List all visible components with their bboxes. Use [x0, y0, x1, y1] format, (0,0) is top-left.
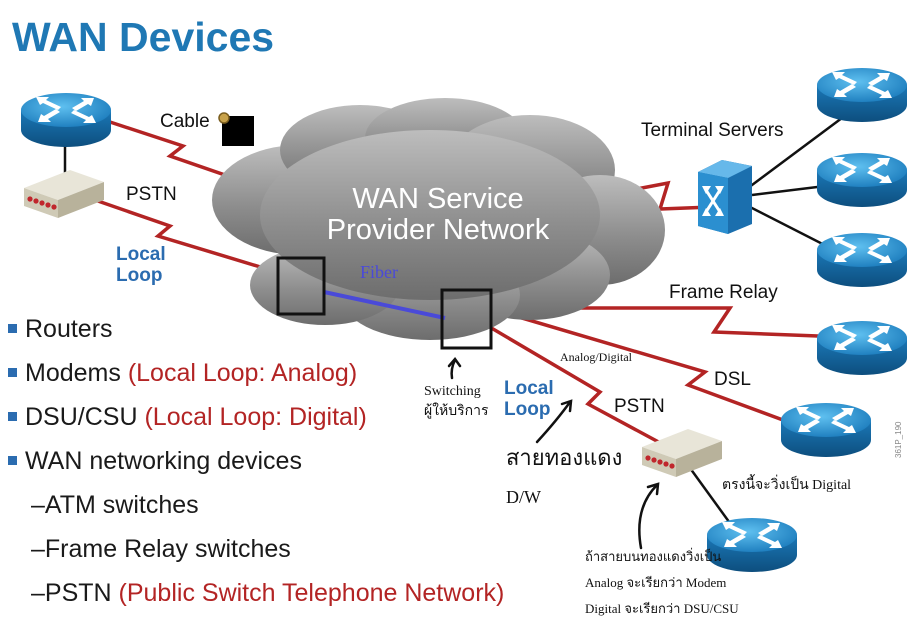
fiber-line	[323, 290, 446, 320]
annotation-note-1: ถ้าสายบนทองแดงวิ่งเป็น	[585, 549, 722, 564]
label-pstn-left: PSTN	[126, 184, 177, 205]
router-icon	[21, 93, 111, 147]
bullet-subitem: –Frame Relay switches	[8, 532, 504, 576]
annotation-note-3: Digital จะเรียกว่า DSU/CSU	[585, 601, 739, 616]
bullet-text: ATM switches	[44, 491, 199, 519]
switch-box-right	[440, 288, 493, 350]
annotation-switching-1: Switching	[424, 384, 481, 399]
terminal-server-icon	[698, 160, 752, 234]
bullet-text: Frame Relay switches	[44, 535, 291, 563]
bullet-item: Modems (Local Loop: Analog)	[8, 356, 504, 400]
label-frame-relay: Frame Relay	[669, 282, 778, 303]
router-icon	[781, 403, 871, 457]
label-terminal-servers: Terminal Servers	[641, 120, 784, 141]
link-pstn-right	[487, 324, 667, 448]
dash-icon: –	[31, 535, 45, 563]
bullet-text: PSTN	[44, 579, 119, 607]
cloud-label-line2: Provider Network	[326, 214, 550, 246]
switch-box-left	[276, 256, 326, 316]
link-pstn-left	[94, 198, 291, 278]
modem-icon	[642, 429, 722, 477]
bullet-square-icon	[8, 367, 17, 377]
bullet-note: (Local Loop: Analog)	[127, 359, 358, 387]
label-dsl: DSL	[714, 369, 751, 390]
label-local-loop-right: Local Loop	[504, 378, 554, 420]
annotation-fiber: Fiber	[360, 262, 398, 282]
router-icon	[817, 233, 907, 287]
bullet-text: WAN networking devices	[25, 447, 302, 475]
cloud-label-line1: WAN Service	[352, 183, 524, 215]
hand-arrows	[447, 356, 660, 550]
arrow-copper	[535, 400, 572, 444]
label-local-loop-right-1: Local	[504, 378, 554, 399]
router-icon	[817, 321, 907, 375]
cloud-label: WAN Service Provider Network	[310, 184, 566, 246]
annotation-note-2: Analog จะเรียกว่า Modem	[585, 575, 727, 590]
watermark: 361P_190	[894, 421, 903, 458]
label-pstn-right: PSTN	[614, 396, 665, 417]
label-local-loop-left-1: Local	[116, 244, 166, 265]
label-local-loop-left-2: Loop	[116, 265, 163, 286]
bullet-subitem: –PSTN (Public Switch Telephone Network)	[8, 576, 504, 620]
arrow-note	[638, 483, 659, 550]
annotation-dw: D/W	[506, 487, 541, 507]
bullet-subitem: –ATM switches	[8, 488, 504, 532]
bullet-list: Routers Modems (Local Loop: Analog) DSU/…	[8, 312, 504, 620]
dash-icon: –	[31, 579, 45, 607]
router-icon	[817, 68, 907, 122]
link-dsl	[504, 311, 811, 432]
annotation-switching-2: ผู้ให้บริการ	[424, 404, 489, 419]
cable-connector-icon	[218, 112, 254, 146]
label-local-loop-right-2: Loop	[504, 399, 551, 420]
annotation-digital-here: ตรงนี้จะวิ่งเป็น Digital	[722, 478, 852, 493]
router-icon	[817, 153, 907, 207]
label-local-loop-left: Local Loop	[116, 244, 166, 286]
annotation-switching: Switching ผู้ให้บริการ	[424, 382, 489, 422]
bullet-item: Routers	[8, 312, 504, 356]
bullet-item: DSU/CSU (Local Loop: Digital)	[8, 400, 504, 444]
bullet-item: WAN networking devices	[8, 444, 504, 488]
page-title: WAN Devices	[12, 14, 275, 60]
bullet-square-icon	[8, 323, 17, 333]
bullet-square-icon	[8, 455, 17, 465]
bullet-text: DSU/CSU	[25, 403, 145, 431]
label-cable: Cable	[160, 111, 210, 132]
modem-icon	[24, 170, 104, 218]
annotation-analog-digital: Analog/Digital	[560, 350, 632, 364]
bullet-square-icon	[8, 411, 17, 421]
annotation-copper: สายทองแดง	[506, 445, 623, 470]
bullet-text: Modems	[25, 359, 128, 387]
bullet-text: Routers	[25, 315, 113, 343]
link-frame-relay	[510, 306, 819, 338]
bullet-note: (Local Loop: Digital)	[144, 403, 367, 431]
dash-icon: –	[31, 491, 45, 519]
bullet-note: (Public Switch Telephone Network)	[118, 579, 505, 607]
annotation-note: ถ้าสายบนทองแดงวิ่งเป็น Analog จะเรียกว่า…	[585, 544, 739, 622]
